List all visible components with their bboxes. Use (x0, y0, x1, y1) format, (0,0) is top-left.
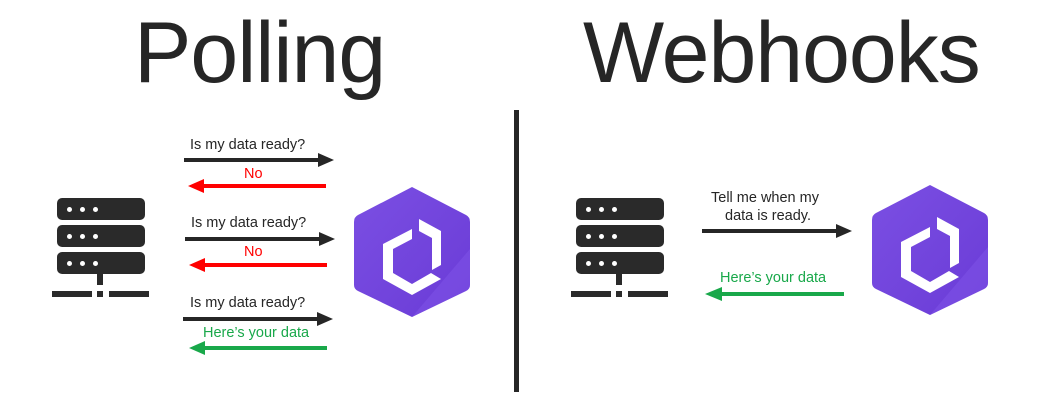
reply-label: Here’s your data (203, 325, 310, 341)
subscribe-request-arrow (702, 224, 852, 238)
request-arrow (184, 153, 334, 167)
request-label: Is my data ready? (190, 295, 306, 311)
reply-label: No (244, 244, 263, 260)
subscribe-request-label-line1: Tell me when my (711, 190, 819, 206)
subscribe-request-label-line2: data is ready. (725, 208, 811, 224)
request-arrow (183, 312, 333, 326)
request-label: Is my data ready? (190, 137, 306, 153)
hexagon-logo-icon (872, 185, 988, 315)
server-icon (52, 198, 152, 298)
request-label: Is my data ready? (191, 215, 307, 231)
reply-arrow-negative (189, 258, 327, 272)
server-icon (571, 198, 671, 298)
webhooks-title: Webhooks (583, 5, 981, 101)
section-divider (514, 110, 519, 392)
webhook-reply-arrow (705, 287, 844, 301)
hexagon-logo-icon (354, 187, 470, 317)
webhook-reply-label: Here’s your data (720, 270, 827, 286)
reply-arrow-positive (189, 341, 327, 355)
reply-label: No (244, 166, 263, 182)
polling-title: Polling (134, 5, 386, 101)
